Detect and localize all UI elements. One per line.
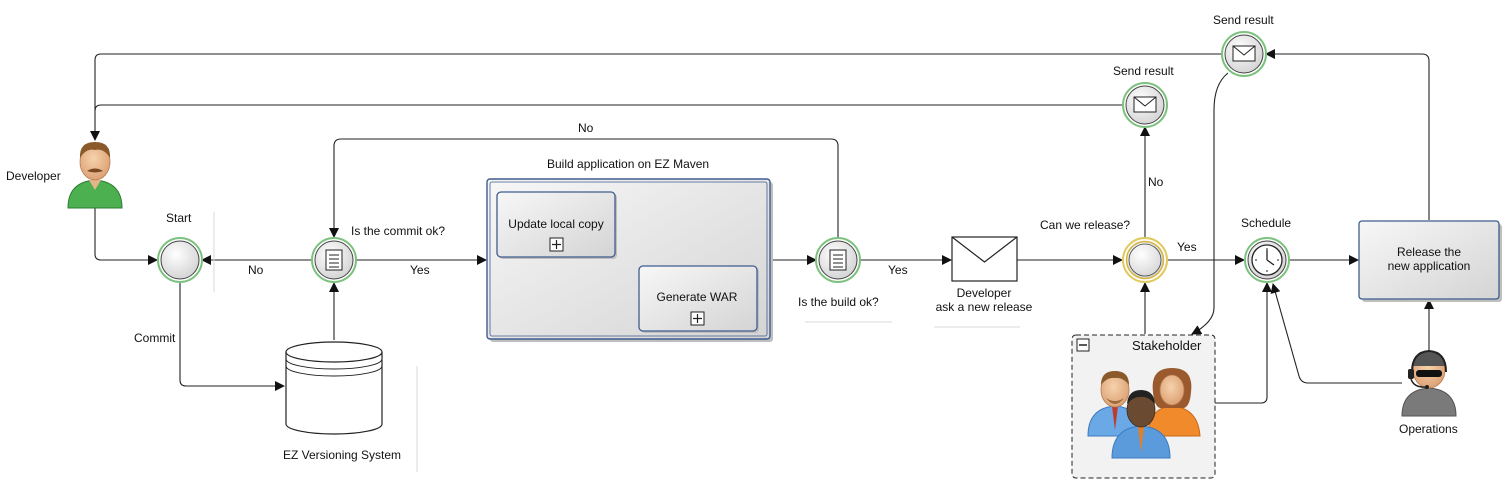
minus-box-icon[interactable] <box>1076 338 1090 352</box>
generate-war-label: Generate WAR <box>657 290 738 304</box>
send-result-1-label: Send result <box>1113 64 1174 78</box>
subprocess-build-application[interactable]: Update local copy Generate WAR <box>486 178 773 342</box>
send-result-2-event[interactable] <box>1221 31 1267 77</box>
build-check-event[interactable] <box>815 237 861 283</box>
envelope-icon <box>951 236 1018 282</box>
commit-check-label: Is the commit ok? <box>351 224 445 238</box>
message-label-line1: Developer <box>957 286 1012 300</box>
update-local-copy-label: Update local copy <box>508 217 603 231</box>
start-label: Start <box>166 211 192 225</box>
schedule-label: Schedule <box>1241 216 1291 230</box>
send-result-2-label: Send result <box>1213 13 1274 27</box>
start-event[interactable] <box>157 237 203 283</box>
edge-label-yes-commit: Yes <box>410 263 430 277</box>
developer-label: Developer <box>6 169 61 183</box>
document-lines-icon <box>325 249 343 271</box>
headset-operator-icon <box>1401 349 1457 417</box>
edge-label-no-build: No <box>578 121 594 135</box>
edge-label-commit: Commit <box>134 331 176 345</box>
operations-label: Operations <box>1399 422 1458 436</box>
send-result-1-event[interactable] <box>1122 82 1168 128</box>
edge-label-yes-build: Yes <box>888 263 908 277</box>
edge-label-yes-release: Yes <box>1177 240 1197 254</box>
release-task-line1: Release the <box>1397 245 1461 259</box>
stakeholder-label: Stakeholder <box>1132 338 1202 353</box>
edges <box>90 49 1434 404</box>
document-lines-icon <box>829 249 847 271</box>
task-update-local-copy[interactable]: Update local copy <box>496 191 617 259</box>
commit-check-event[interactable] <box>311 237 357 283</box>
edge-send2-developer[interactable] <box>94 53 1222 111</box>
edge-release-send2[interactable] <box>1265 49 1430 220</box>
envelope-icon <box>1133 96 1157 113</box>
edge-build-no[interactable] <box>329 138 839 238</box>
man-avatar-icon <box>67 142 123 209</box>
task-generate-war[interactable]: Generate WAR <box>638 265 759 333</box>
release-gateway-label: Can we release? <box>1040 218 1130 232</box>
build-check-label: Is the build ok? <box>798 295 879 309</box>
message-label-line2: ask a new release <box>936 300 1033 314</box>
edge-stakeholder-schedule[interactable] <box>1190 282 1272 404</box>
edge-label-no-start: No <box>248 263 264 277</box>
stakeholder-pool[interactable]: Stakeholder <box>1071 334 1216 479</box>
group-avatar-icon <box>1087 368 1201 459</box>
plus-box-icon[interactable] <box>690 311 705 326</box>
edge-send2-stakeholder[interactable] <box>1191 72 1229 335</box>
edge-label-no-release: No <box>1148 175 1164 189</box>
release-gateway-event[interactable] <box>1122 237 1168 283</box>
edge-operations-schedule[interactable] <box>1270 283 1402 384</box>
database-icon <box>285 341 383 435</box>
subprocess-title: Build application on EZ Maven <box>547 157 709 171</box>
edge-commit[interactable] <box>179 282 285 391</box>
vcs-database[interactable] <box>285 341 383 435</box>
operations-avatar[interactable] <box>1401 349 1457 417</box>
task-release-application[interactable]: Release the new application <box>1358 220 1502 302</box>
clock-icon <box>1251 244 1283 276</box>
developer-avatar[interactable] <box>67 142 123 209</box>
vcs-label: EZ Versioning System <box>283 448 401 462</box>
envelope-icon <box>1232 45 1256 62</box>
plus-box-icon[interactable] <box>549 237 564 252</box>
release-task-line2: new application <box>1388 259 1471 273</box>
edge-send1-developer[interactable] <box>90 104 1122 141</box>
message-developer-request[interactable] <box>951 236 1018 282</box>
edge-developer-start[interactable] <box>94 208 158 265</box>
schedule-timer-event[interactable] <box>1244 237 1290 283</box>
